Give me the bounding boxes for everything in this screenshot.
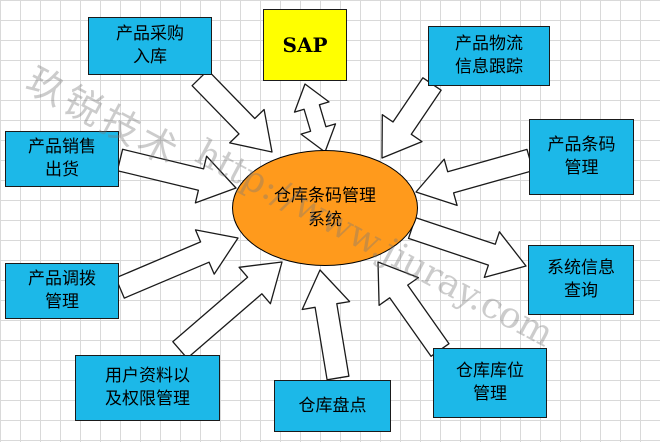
box-transfer-mgmt: 产品调拨 管理 bbox=[5, 263, 119, 319]
arrow-logistics-to-center bbox=[381, 77, 442, 159]
box-logistics-tracking-label: 产品物流 信息跟踪 bbox=[455, 34, 523, 77]
arrow-center-to-query bbox=[407, 216, 527, 279]
arrow-location-to-center bbox=[377, 261, 450, 357]
box-purchase-in-label: 产品采购 入库 bbox=[116, 24, 184, 67]
arrow-transfer-to-center bbox=[115, 229, 239, 299]
arrow-barcode-to-center bbox=[415, 148, 534, 207]
box-transfer-mgmt-label: 产品调拨 管理 bbox=[28, 269, 96, 312]
box-system-query-label: 系统信息 查询 bbox=[547, 258, 615, 301]
box-inventory-count-label: 仓库盘点 bbox=[298, 395, 367, 416]
center-system-label: 仓库条码管理 系统 bbox=[274, 186, 376, 230]
arrow-inventory-to-center bbox=[301, 269, 351, 381]
box-sap-label: SAP bbox=[282, 32, 328, 57]
arrow-purchase-to-center bbox=[191, 69, 273, 153]
box-user-permission-label: 用户资料以 及权限管理 bbox=[105, 366, 190, 409]
arrow-sales-to-center bbox=[116, 148, 237, 204]
box-barcode-mgmt-label: 产品条码 管理 bbox=[547, 135, 616, 178]
box-logistics-tracking: 产品物流 信息跟踪 bbox=[428, 26, 550, 86]
box-sap: SAP bbox=[263, 9, 347, 81]
arrow-user-to-center bbox=[172, 261, 283, 359]
box-barcode-mgmt: 产品条码 管理 bbox=[529, 119, 634, 195]
box-user-permission: 用户资料以 及权限管理 bbox=[75, 355, 220, 421]
arrow-sap-center-bidirectional bbox=[293, 83, 337, 153]
box-location-mgmt-label: 仓库库位 管理 bbox=[456, 361, 524, 404]
center-system-ellipse: 仓库条码管理 系统 bbox=[232, 150, 418, 266]
box-location-mgmt: 仓库库位 管理 bbox=[433, 348, 547, 418]
box-inventory-count: 仓库盘点 bbox=[274, 380, 391, 432]
box-sales-out-label: 产品销售 出货 bbox=[28, 137, 96, 180]
box-purchase-in: 产品采购 入库 bbox=[88, 17, 212, 75]
box-sales-out: 产品销售 出货 bbox=[5, 131, 119, 187]
box-system-query: 系统信息 查询 bbox=[528, 245, 634, 315]
